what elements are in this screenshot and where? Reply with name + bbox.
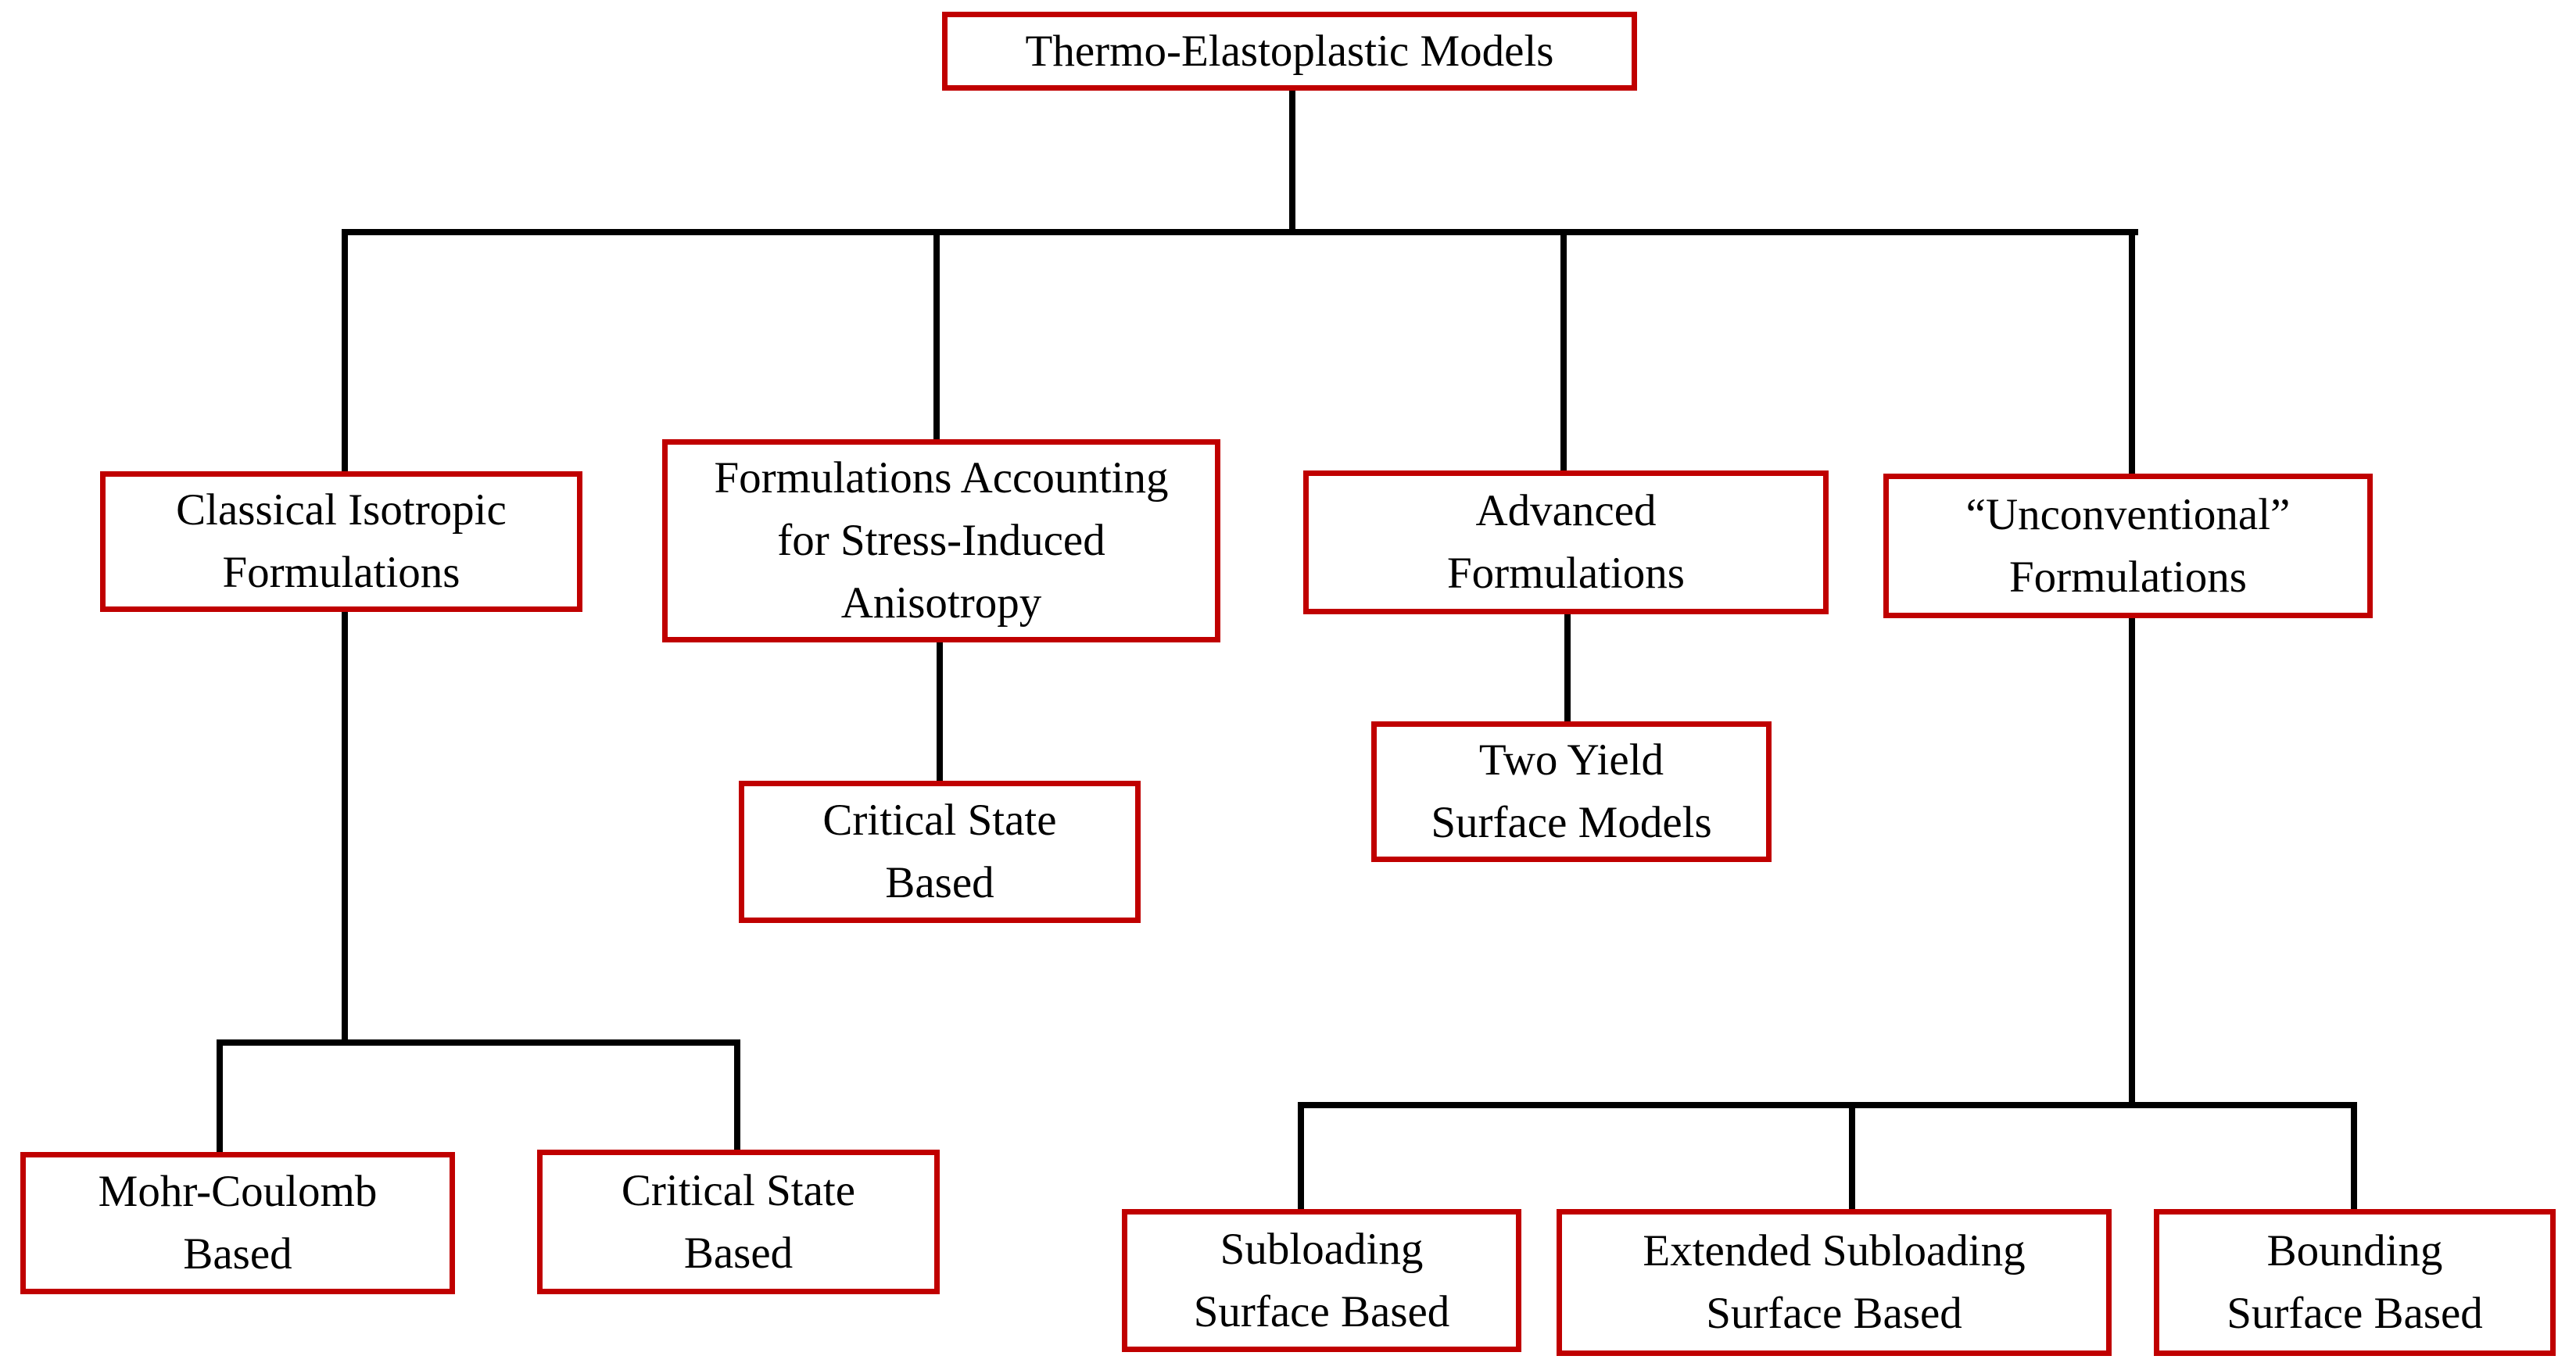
- connector-left-branch-bar: [217, 1039, 740, 1046]
- connector-unconventional-riser: [2129, 618, 2135, 1108]
- connector-classical-riser: [342, 612, 348, 1046]
- connector-drop-anisotropy: [933, 229, 940, 439]
- node-extended-subloading-surface-based: Extended Subloading Surface Based: [1557, 1209, 2112, 1356]
- connector-drop-classical: [342, 229, 348, 471]
- node-unconventional-formulations: “Unconventional” Formulations: [1883, 474, 2373, 618]
- connector-drop-critical-left: [734, 1039, 740, 1150]
- connector-drop-subloading: [1298, 1102, 1304, 1209]
- connector-anisotropy-critical: [937, 642, 943, 781]
- connector-drop-bounding: [2351, 1102, 2357, 1209]
- node-classical-isotropic-formulations: Classical Isotropic Formulations: [100, 471, 582, 612]
- node-advanced-formulations: Advanced Formulations: [1303, 470, 1829, 614]
- node-formulations-stress-induced-anisotropy: Formulations Accounting for Stress-Induc…: [662, 439, 1220, 642]
- connector-drop-extended: [1849, 1102, 1855, 1209]
- connector-drop-unconventional: [2129, 229, 2135, 474]
- connector-top-trunk: [342, 229, 2138, 235]
- node-critical-state-based-left: Critical State Based: [537, 1150, 940, 1294]
- connector-advanced-twoyield: [1564, 614, 1571, 721]
- node-mohr-coulomb-based: Mohr-Coulomb Based: [20, 1152, 455, 1294]
- connector-root-riser: [1289, 91, 1295, 235]
- connector-right-branch-bar: [1298, 1102, 2357, 1108]
- connector-drop-mohr-coulomb: [217, 1039, 223, 1152]
- node-subloading-surface-based: Subloading Surface Based: [1122, 1209, 1521, 1352]
- node-two-yield-surface-models: Two Yield Surface Models: [1371, 721, 1772, 862]
- node-critical-state-based-mid: Critical State Based: [739, 781, 1141, 923]
- node-thermo-elastoplastic-models: Thermo-Elastoplastic Models: [942, 12, 1637, 91]
- node-bounding-surface-based: Bounding Surface Based: [2154, 1209, 2556, 1356]
- connector-drop-advanced: [1560, 229, 1567, 470]
